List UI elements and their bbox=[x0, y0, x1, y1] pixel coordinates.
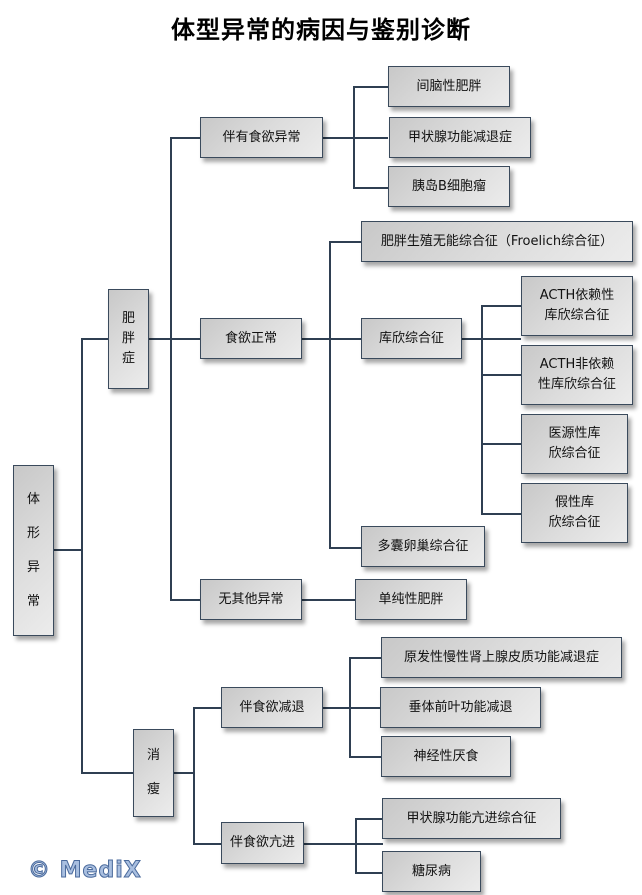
connector-line bbox=[329, 241, 331, 547]
node-no-other-abnormality[interactable]: 无其他异常 bbox=[200, 579, 302, 620]
node-appetite-normal[interactable]: 食欲正常 bbox=[200, 318, 302, 359]
node-line: ACTH非依赖 bbox=[539, 357, 615, 372]
connector-line bbox=[173, 772, 195, 774]
node-appetite-abnormal[interactable]: 伴有食欲异常 bbox=[200, 117, 323, 158]
node-obesity[interactable]: 肥 胖 症 bbox=[108, 289, 149, 389]
node-hypopituitarism[interactable]: 垂体前叶功能减退 bbox=[380, 687, 541, 728]
connector-line bbox=[170, 137, 200, 139]
connector-line bbox=[481, 305, 483, 513]
node-simple-obesity[interactable]: 单纯性肥胖 bbox=[355, 579, 467, 620]
node-line: 欣综合征 bbox=[548, 446, 601, 461]
node-pseudo-cushing[interactable]: 假性库 欣综合征 bbox=[521, 483, 628, 543]
node-pcos[interactable]: 多囊卵巢综合征 bbox=[361, 526, 485, 567]
node-appetite-decreased[interactable]: 伴食欲减退 bbox=[221, 687, 323, 728]
connector-line bbox=[461, 338, 521, 340]
connector-line bbox=[355, 872, 383, 874]
node-char: 体 bbox=[26, 491, 40, 507]
node-addison-disease[interactable]: 原发性慢性肾上腺皮质功能减退症 bbox=[381, 637, 622, 678]
connector-line bbox=[303, 843, 383, 845]
node-emaciation[interactable]: 消 瘦 bbox=[133, 729, 174, 817]
node-char: 瘦 bbox=[146, 782, 160, 797]
node-line: 库欣综合征 bbox=[544, 308, 610, 323]
node-line: ACTH依赖性 bbox=[539, 288, 615, 303]
connector-line bbox=[193, 707, 195, 843]
connector-line bbox=[322, 707, 382, 709]
connector-line bbox=[355, 818, 357, 872]
node-hypothyroidism[interactable]: 甲状腺功能减退症 bbox=[389, 117, 531, 158]
node-anorexia-nervosa[interactable]: 神经性厌食 bbox=[381, 736, 511, 777]
node-appetite-increased[interactable]: 伴食欲亢进 bbox=[221, 822, 304, 864]
node-char: 症 bbox=[121, 351, 135, 366]
medix-watermark: © MediX bbox=[28, 858, 142, 884]
node-insulinoma[interactable]: 胰岛B细胞瘤 bbox=[388, 166, 510, 207]
node-char: 形 bbox=[26, 525, 40, 541]
connector-line bbox=[54, 549, 82, 551]
connector-line bbox=[355, 818, 383, 820]
connector-line bbox=[148, 338, 200, 340]
connector-line bbox=[353, 86, 388, 88]
connector-line bbox=[193, 707, 221, 709]
connector-line bbox=[481, 374, 521, 376]
diagram-title: 体型异常的病因与鉴别诊断 bbox=[171, 15, 471, 44]
node-line: 假性库 bbox=[554, 495, 594, 510]
node-cushing-syndrome[interactable]: 库欣综合征 bbox=[361, 318, 462, 359]
connector-line bbox=[353, 86, 355, 187]
node-acth-independent-cushing[interactable]: ACTH非依赖 性库欣综合征 bbox=[521, 345, 633, 405]
node-line: 医源性库 bbox=[548, 426, 601, 441]
connector-line bbox=[329, 547, 362, 549]
connector-line bbox=[329, 241, 362, 243]
connector-line bbox=[349, 756, 382, 758]
connector-line bbox=[170, 599, 200, 601]
node-char: 肥 bbox=[121, 311, 135, 326]
node-char: 消 bbox=[146, 748, 160, 763]
node-line: 欣综合征 bbox=[548, 515, 601, 530]
connector-line bbox=[349, 657, 351, 756]
connector-line bbox=[193, 843, 221, 845]
node-acth-dependent-cushing[interactable]: ACTH依赖性 库欣综合征 bbox=[521, 276, 633, 336]
node-iatrogenic-cushing[interactable]: 医源性库 欣综合征 bbox=[521, 414, 628, 474]
connector-line bbox=[81, 338, 109, 340]
node-line: 性库欣综合征 bbox=[537, 377, 616, 392]
node-diabetes[interactable]: 糖尿病 bbox=[382, 851, 481, 892]
node-froelich-syndrome[interactable]: 肥胖生殖无能综合征（Froelich综合征） bbox=[361, 221, 633, 262]
node-hyperthyroidism[interactable]: 甲状腺功能亢进综合征 bbox=[382, 798, 561, 839]
connector-line bbox=[302, 599, 356, 601]
connector-line bbox=[170, 137, 172, 599]
connector-line bbox=[481, 443, 521, 445]
node-char: 胖 bbox=[121, 331, 135, 346]
connector-line bbox=[353, 187, 388, 189]
connector-line bbox=[302, 338, 362, 340]
connector-line bbox=[81, 772, 135, 774]
connector-line bbox=[349, 657, 382, 659]
node-char: 异 bbox=[26, 559, 40, 575]
connector-line bbox=[81, 338, 83, 772]
node-char: 常 bbox=[26, 593, 40, 609]
connector-line bbox=[481, 305, 521, 307]
node-root-body-shape-abnormal[interactable]: 体 形 异 常 bbox=[13, 465, 54, 636]
connector-line bbox=[322, 137, 388, 139]
node-diencephalic-obesity[interactable]: 间脑性肥胖 bbox=[388, 66, 510, 107]
connector-line bbox=[481, 513, 521, 515]
